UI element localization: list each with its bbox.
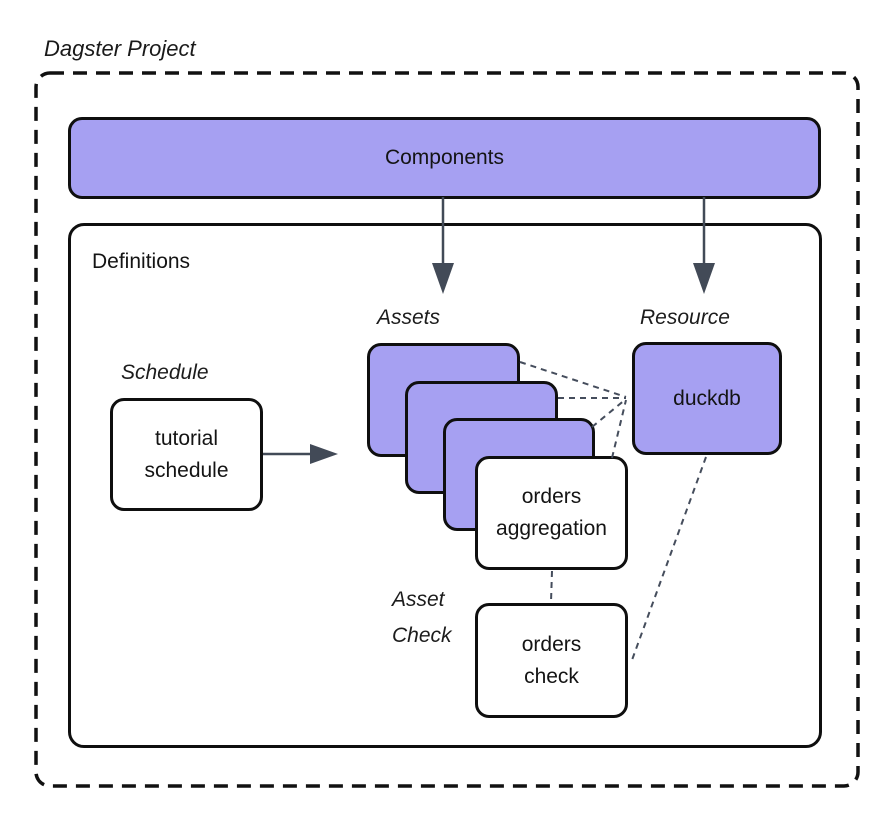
- components-bar: Components: [68, 117, 821, 199]
- asset-check-label: Asset Check: [392, 588, 452, 647]
- orders-check-label: orders check: [521, 632, 582, 688]
- duckdb-node: duckdb: [632, 342, 782, 455]
- schedule-label: Schedule: [121, 361, 209, 384]
- resource-label: Resource: [640, 306, 730, 329]
- orders-check-node: orders check: [475, 603, 628, 718]
- definitions-label: Definitions: [92, 250, 191, 273]
- orders-aggregation-label: orders aggregation: [496, 485, 607, 540]
- diagram-title: Dagster Project: [44, 36, 196, 61]
- duckdb-label: duckdb: [673, 386, 741, 410]
- tutorial-schedule-label: tutorial schedule: [144, 426, 229, 482]
- orders-aggregation-node: orders aggregation: [475, 456, 628, 570]
- components-label: Components: [384, 146, 505, 169]
- assets-label: Assets: [377, 306, 441, 329]
- tutorial-schedule-node: tutorial schedule: [110, 398, 263, 511]
